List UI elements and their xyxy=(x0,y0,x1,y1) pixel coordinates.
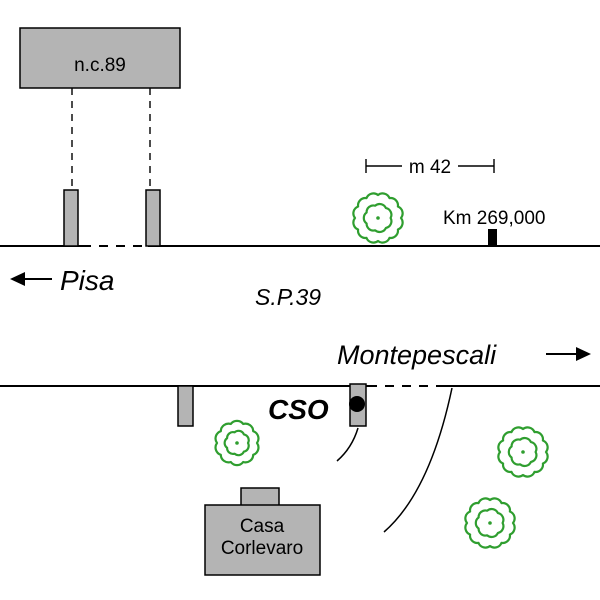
route-label: S.P.39 xyxy=(255,284,321,310)
casa-label-line2: Corlevaro xyxy=(221,538,303,559)
tree-icon xyxy=(464,497,516,549)
post-icon xyxy=(177,385,194,427)
sideroad-curve-left xyxy=(336,427,359,462)
pisa-label: Pisa xyxy=(60,265,114,296)
tree-icon xyxy=(497,426,549,478)
montepescali-arrowhead-icon xyxy=(576,347,591,361)
casa-label-line1: Casa xyxy=(240,516,285,537)
sideroad-curve-right xyxy=(383,387,453,533)
cso-label: CSO xyxy=(268,394,329,425)
tree-icon xyxy=(352,192,404,244)
pisa-arrowhead-icon xyxy=(10,272,25,286)
tree-icon xyxy=(214,419,260,467)
montepescali-label: Montepescali xyxy=(337,340,497,370)
km-label: Km 269,000 xyxy=(443,208,545,229)
building-nc89-label: n.c.89 xyxy=(74,55,126,76)
building-nc89 xyxy=(19,27,181,89)
junction-point xyxy=(349,396,365,412)
post-icon xyxy=(145,189,161,247)
building-casa xyxy=(204,504,321,576)
casa-chimney xyxy=(240,487,280,507)
measure-label: m 42 xyxy=(409,157,451,178)
km-marker xyxy=(488,229,497,246)
post-icon xyxy=(63,189,79,247)
